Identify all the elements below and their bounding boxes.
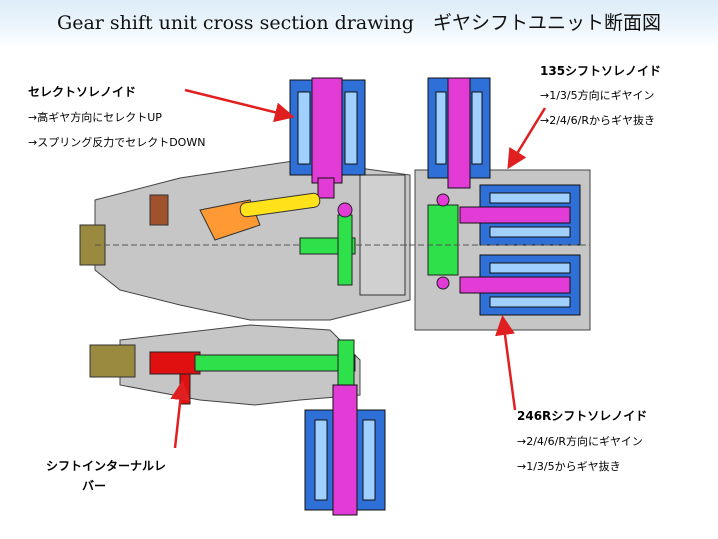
callout-arrows [170,88,547,449]
title-bar [0,0,718,48]
shift-solenoid-135-upper [427,77,491,189]
internal-lever-label-line2: バー [82,479,107,493]
horizontal-solenoid-246r [459,254,581,316]
upper-shift-shaft [299,202,356,286]
shift-solenoid-246r-lower [304,384,386,516]
s135-gear-in-note: →1/3/5方向にギヤイン [540,89,655,102]
internal-lever-label-line1: シフトインターナルレ [46,459,167,473]
s135-gear-out-note: →2/4/6/Rからギヤ抜き [540,114,655,127]
select-lever [199,192,321,241]
horizontal-solenoid-135 [459,184,581,246]
select-solenoid-label: セレクトソレノイド [28,85,137,99]
s246-gear-in-note: →2/4/6/R方向にギヤイン [517,435,643,448]
shift-solenoid-135-label: 135シフトソレノイド [540,64,662,78]
s246-gear-out-note: →1/3/5からギヤ抜き [517,460,621,473]
upper-housing [79,159,411,321]
select-up-note: →高ギヤ方向にセレクトUP [28,111,162,124]
select-down-note: →スプリング反力でセレクトDOWN [28,136,206,149]
page-title: Gear shift unit cross section drawing ギヤ… [57,12,661,34]
shift-solenoid-246r-label: 246Rシフトソレノイド [517,409,648,423]
select-solenoid-body [289,77,366,199]
